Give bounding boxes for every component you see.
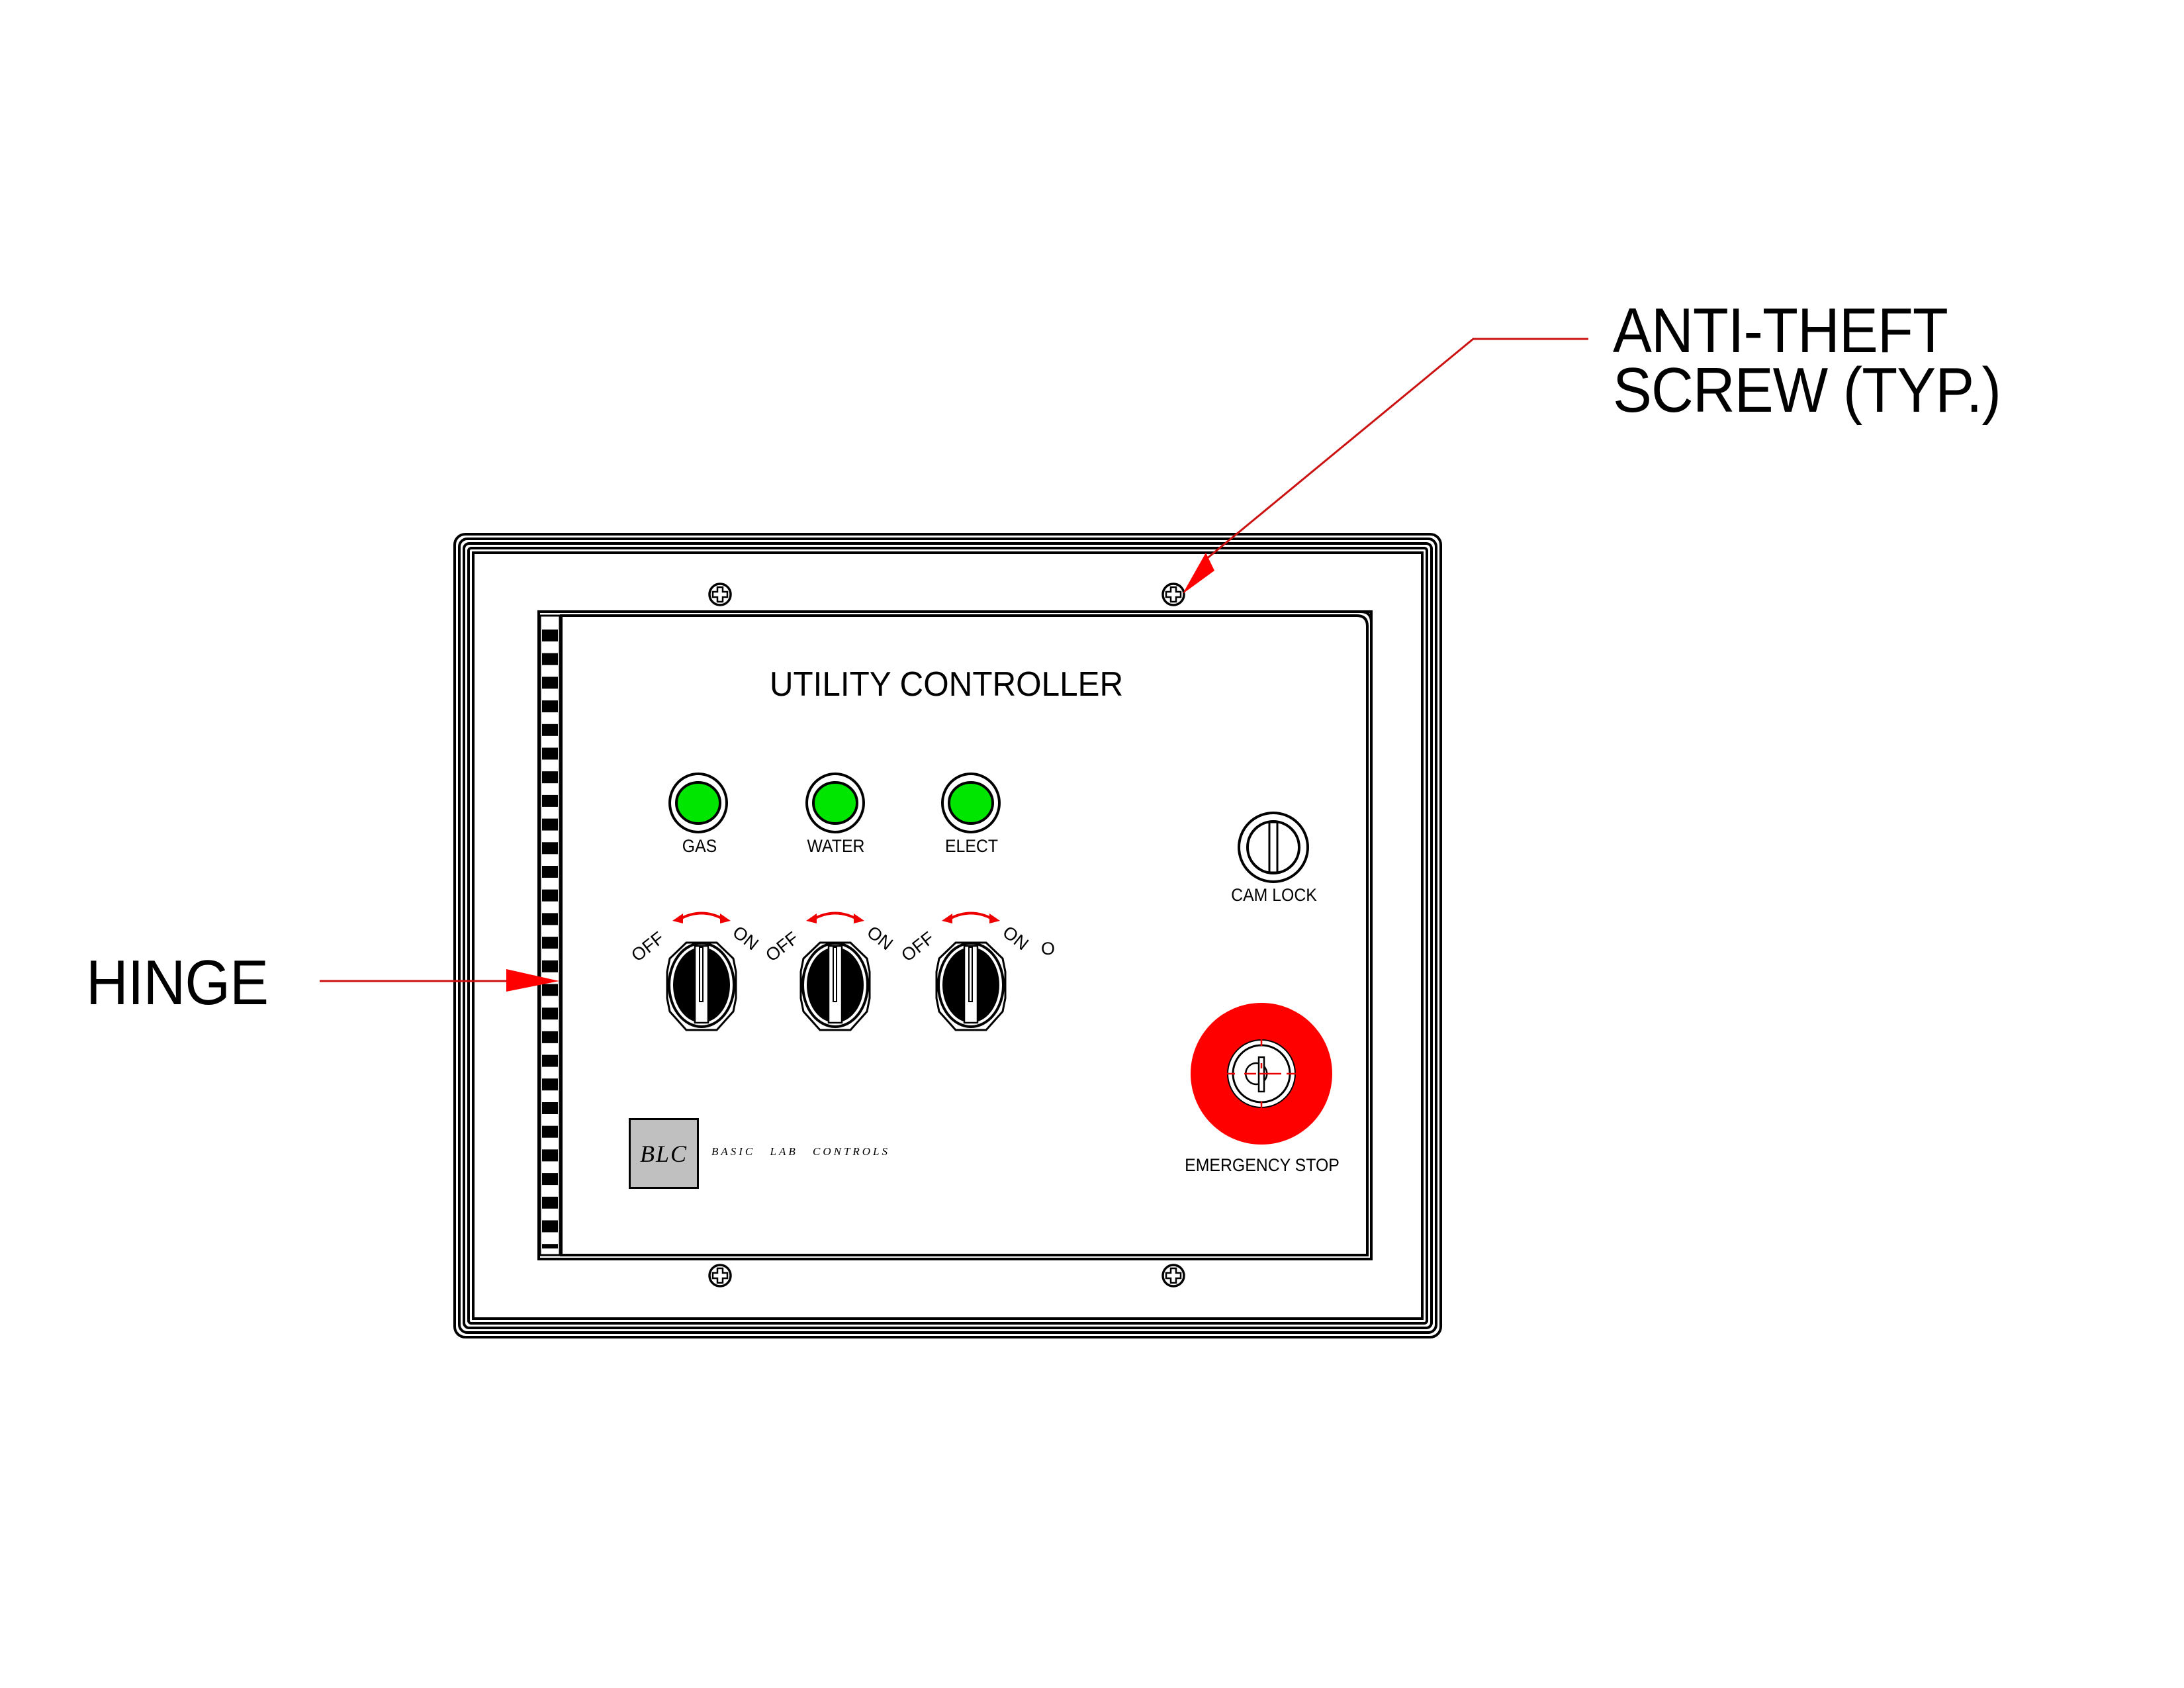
water-label: WATER	[807, 836, 865, 856]
water-indicator-icon	[805, 773, 865, 833]
indicator-lights	[668, 773, 1001, 833]
emergency-stop-label: EMERGENCY STOP	[1185, 1155, 1340, 1175]
cam-lock-icon	[1238, 812, 1309, 883]
anti-theft-screws	[708, 583, 1185, 1288]
elect-switch-icon	[935, 912, 1007, 1031]
anti-theft-callout-line2: SCREW (TYP.)	[1613, 355, 2001, 426]
anti-theft-callout-line1: ANTI-THEFT	[1613, 295, 1948, 366]
elect-label: ELECT	[944, 836, 999, 856]
emergency-stop-icon	[1191, 1003, 1332, 1145]
hinge-callout: HINGE	[86, 947, 269, 1018]
screw-icon	[1161, 1264, 1185, 1288]
blc-logo: BLC	[629, 1118, 699, 1189]
outer-frame	[453, 533, 1442, 1338]
screw-icon	[708, 583, 732, 606]
anti-theft-leader	[1183, 338, 1588, 594]
elect-switch-extra-label: O	[1041, 939, 1056, 959]
selector-switches	[666, 912, 1007, 1031]
elect-indicator-icon	[941, 773, 1001, 833]
water-switch-icon	[799, 912, 871, 1031]
gas-label: GAS	[682, 836, 717, 856]
cam-lock-label: CAM LOCK	[1231, 885, 1317, 905]
panel-title: UTILITY CONTROLLER	[769, 665, 1124, 704]
hinge	[539, 614, 561, 1256]
blc-company-name: BASIC LAB CONTROLS	[711, 1145, 891, 1158]
screw-icon	[708, 1264, 732, 1288]
door-panel	[537, 610, 1373, 1260]
screw-icon	[1161, 583, 1185, 606]
gas-switch-icon	[666, 912, 737, 1031]
hinge-leader	[320, 969, 559, 992]
gas-indicator-icon	[668, 773, 728, 833]
